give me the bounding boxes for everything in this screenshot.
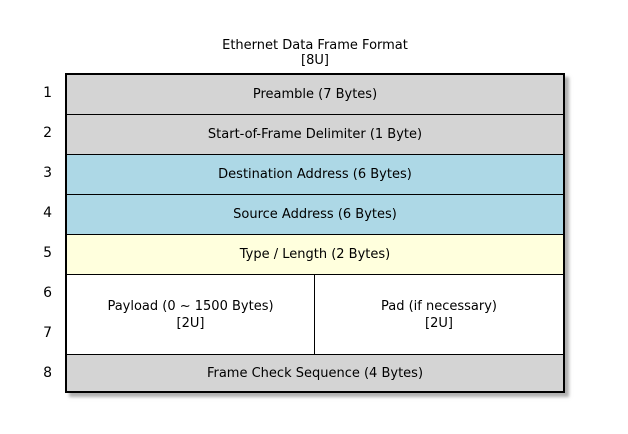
row-label: Source Address (6 Bytes) <box>233 207 397 222</box>
payload-cell: Payload (0 ~ 1500 Bytes) [2U] <box>67 275 315 354</box>
row-label: Preamble (7 Bytes) <box>252 87 378 102</box>
row-label: Type / Length (2 Bytes) <box>239 247 391 262</box>
payload-units: [2U] <box>176 315 205 331</box>
pad-cell: Pad (if necessary) [2U] <box>315 275 563 354</box>
row-number-8: 8 <box>43 365 52 381</box>
table-row-payload-pad: Payload (0 ~ 1500 Bytes) [2U] Pad (if ne… <box>67 275 563 355</box>
table-row-source-address: Source Address (6 Bytes) <box>67 195 563 235</box>
page-title: Ethernet Data Frame Format <box>222 38 408 53</box>
row-number-4: 4 <box>43 205 52 221</box>
table-row-preamble: Preamble (7 Bytes) <box>67 75 563 115</box>
diagram-title: Ethernet Data Frame Format [8U] <box>65 38 565 68</box>
row-label: Destination Address (6 Bytes) <box>218 167 412 182</box>
table-row-destination-address: Destination Address (6 Bytes) <box>67 155 563 195</box>
row-label: Frame Check Sequence (4 Bytes) <box>206 365 424 381</box>
pad-label: Pad (if necessary) <box>380 298 497 314</box>
table-row-sfd: Start-of-Frame Delimiter (1 Byte) <box>67 115 563 155</box>
row-number-column: 1 2 3 4 5 6 7 8 <box>0 73 56 393</box>
pad-units: [2U] <box>425 315 453 331</box>
payload-label: Payload (0 ~ 1500 Bytes) <box>107 298 274 314</box>
table-row-type-length: Type / Length (2 Bytes) <box>67 235 563 275</box>
row-number-1: 1 <box>43 85 52 101</box>
row-number-3: 3 <box>43 165 52 181</box>
title-subtitle: [8U] <box>301 53 329 68</box>
frame-format-table: Preamble (7 Bytes) Start-of-Frame Delimi… <box>65 73 565 393</box>
row-label: Start-of-Frame Delimiter (1 Byte) <box>207 127 423 142</box>
row-number-5: 5 <box>43 245 52 261</box>
row-number-6: 6 <box>43 285 52 301</box>
row-number-2: 2 <box>43 125 52 141</box>
row-number-7: 7 <box>43 325 52 341</box>
table-row-fcs: Frame Check Sequence (4 Bytes) <box>67 355 563 391</box>
